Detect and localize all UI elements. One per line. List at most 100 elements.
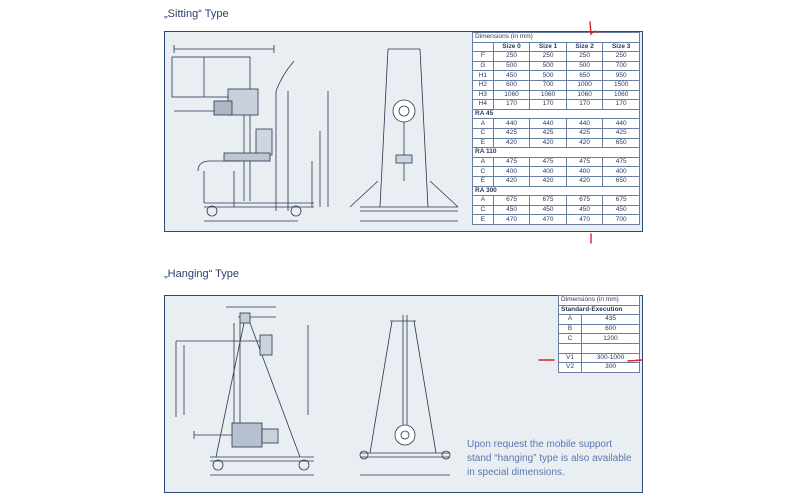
- table-cell: 450: [492, 70, 531, 81]
- table-cell: 250: [529, 51, 567, 62]
- table-cell: E: [472, 214, 494, 225]
- table-cell: 450: [602, 204, 640, 216]
- table-cell: G: [472, 60, 494, 72]
- table-cell: V2: [557, 362, 583, 373]
- table-cell: 400: [529, 166, 567, 177]
- table-cell: 440: [529, 118, 567, 129]
- sitting-dimensions-table: Dimensions (in mm) Size 0 Size 1 Size 2 …: [472, 32, 640, 225]
- table-cell: 475: [529, 156, 567, 168]
- table-cell: A: [472, 156, 494, 168]
- table-cell: A: [557, 314, 583, 325]
- sitting-table-header: Size 0: [492, 41, 531, 53]
- table-cell: H4: [472, 99, 494, 110]
- table-cell: 440: [492, 118, 531, 129]
- table-cell: F: [472, 51, 494, 62]
- hanging-side-view-drawing: [175, 306, 451, 476]
- table-cell: 450: [492, 204, 531, 216]
- hanging-table-caption: Dimensions (in mm): [558, 295, 640, 306]
- table-cell: 650: [602, 137, 640, 149]
- table-cell: 170: [492, 99, 531, 110]
- section-heading-ra-45: RA 45: [472, 108, 640, 120]
- sitting-table-header: Size 3: [602, 41, 640, 53]
- table-cell: A: [472, 195, 494, 206]
- table-cell: C: [472, 204, 494, 216]
- table-cell: 1060: [492, 89, 531, 101]
- table-cell: 400: [602, 166, 640, 177]
- table-cell: 700: [602, 214, 640, 225]
- sitting-table-caption: Dimensions (in mm): [472, 32, 640, 43]
- table-cell: E: [472, 137, 494, 149]
- table-cell: 470: [529, 214, 567, 225]
- table-cell: B: [557, 323, 583, 335]
- table-cell: 475: [602, 156, 640, 168]
- table-cell: C: [472, 166, 494, 177]
- table-cell: 170: [602, 99, 640, 110]
- table-cell: C: [557, 333, 583, 344]
- table-cell: H2: [472, 79, 494, 91]
- table-cell: 170: [529, 99, 567, 110]
- table-cell: H1: [472, 70, 494, 81]
- table-cell: 600: [492, 79, 531, 91]
- table-cell: 420: [529, 175, 567, 187]
- table-cell: 500: [492, 60, 531, 72]
- table-cell: C: [472, 127, 494, 139]
- table-cell: A: [472, 118, 494, 129]
- table-cell: 420: [492, 137, 531, 149]
- table-cell: 700: [602, 60, 640, 72]
- table-cell: 475: [492, 156, 531, 168]
- table-cell: 400: [492, 166, 531, 177]
- table-cell: 675: [602, 195, 640, 206]
- table-cell: E: [472, 175, 494, 187]
- section-heading-ra-110: RA 110: [472, 147, 640, 158]
- table-cell: 425: [529, 127, 567, 139]
- table-cell: 950: [602, 70, 640, 81]
- table-cell: 700: [529, 79, 567, 91]
- table-cell: 440: [602, 118, 640, 129]
- table-cell: 450: [529, 204, 567, 216]
- red-annotation-marks-v1: [538, 359, 643, 362]
- table-cell: 650: [602, 175, 640, 187]
- table-cell: 420: [492, 175, 531, 187]
- table-cell: 470: [492, 214, 531, 225]
- section-heading-ra-300: RA 300: [472, 185, 640, 197]
- sitting-table-header: [472, 41, 494, 53]
- table-cell: 600: [581, 323, 640, 335]
- table-cell: 675: [492, 195, 531, 206]
- table-cell: 300: [581, 362, 640, 373]
- table-cell: 425: [602, 127, 640, 139]
- red-annotation-marks-size-2: [589, 21, 599, 244]
- table-cell: 1060: [529, 89, 567, 101]
- sitting-table-header: Size 1: [529, 41, 567, 53]
- table-cell: 1500: [602, 79, 640, 91]
- table-cell: 420: [529, 137, 567, 149]
- hanging-table-subheader: Standard-Execution: [558, 304, 640, 316]
- table-cell: 250: [602, 51, 640, 62]
- sitting-side-view-drawing: [171, 45, 459, 222]
- table-cell: 250: [492, 51, 531, 62]
- table-cell: 500: [529, 60, 567, 72]
- table-cell: 1200: [581, 333, 640, 344]
- table-cell: H3: [472, 89, 494, 101]
- table-cell: 435: [581, 314, 640, 325]
- table-cell: 500: [529, 70, 567, 81]
- table-cell: 675: [529, 195, 567, 206]
